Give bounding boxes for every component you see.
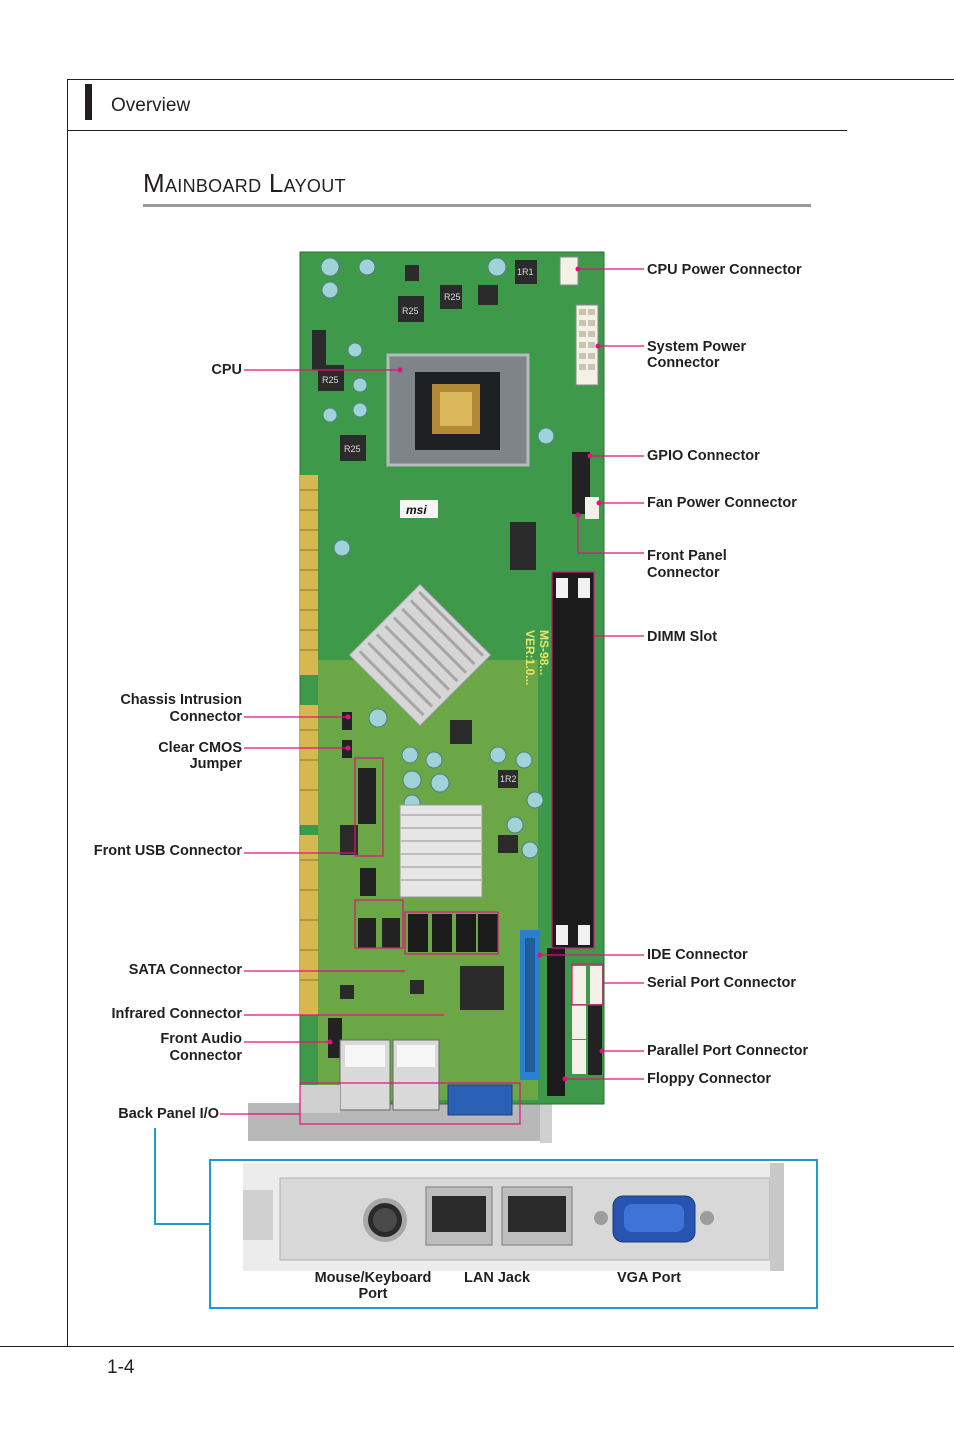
board-chip-mark-6: 1R2: [500, 774, 517, 784]
title-underline: [143, 204, 811, 207]
label-vga-port: VGA Port: [617, 1270, 681, 1286]
label-clear-cmos-2: Jumper: [189, 756, 242, 772]
label-front-audio-2: Connector: [169, 1048, 243, 1064]
header-top-rule: [67, 79, 954, 80]
label-gpio-connector: GPIO Connector: [647, 448, 760, 464]
board-chip-mark-2: R25: [444, 292, 461, 302]
label-system-power-connector-1: System Power: [647, 339, 747, 355]
label-mouse-keyboard-port-1: Mouse/Keyboard: [314, 1270, 432, 1286]
label-system-power-connector-2: Connector: [647, 355, 720, 371]
label-dimm-slot: DIMM Slot: [647, 629, 718, 645]
header-left-rule: [67, 79, 68, 1347]
label-floppy-connector: Floppy Connector: [647, 1071, 772, 1087]
header-marker-bar: [85, 84, 92, 120]
board-chip-mark-3: R25: [322, 375, 339, 385]
label-serial-port-connector: Serial Port Connector: [647, 975, 797, 991]
page-number: 1-4: [107, 1357, 135, 1378]
label-parallel-port-connector: Parallel Port Connector: [647, 1043, 809, 1059]
label-front-panel-connector-1: Front Panel: [647, 548, 727, 564]
footer-rule: [0, 1346, 954, 1347]
label-front-panel-connector-2: Connector: [647, 565, 720, 581]
header-bottom-rule: [67, 130, 847, 131]
label-fan-power-connector: Fan Power Connector: [647, 495, 797, 511]
label-cpu: CPU: [211, 362, 242, 378]
label-infrared-connector: Infrared Connector: [111, 1006, 242, 1022]
board-silkscreen-1: MS-98...: [537, 630, 551, 675]
board-chip-mark-4: R25: [344, 444, 361, 454]
board-silkscreen-2: VER:1.0...: [523, 630, 537, 685]
label-cpu-power-connector: CPU Power Connector: [647, 262, 802, 278]
msi-logo-mark: msi: [406, 503, 427, 517]
board-chip-mark-1: R25: [402, 306, 419, 316]
label-back-panel-io: Back Panel I/O: [118, 1106, 219, 1122]
label-front-usb-connector: Front USB Connector: [93, 843, 242, 859]
label-sata-connector: SATA Connector: [128, 962, 242, 978]
board-chip-mark-5: 1R1: [517, 267, 534, 277]
page-title: Mainboard Layout: [143, 168, 346, 198]
label-lan-jack: LAN Jack: [464, 1270, 531, 1286]
section-header: Overview: [111, 95, 191, 116]
label-mouse-keyboard-port-2: Port: [358, 1286, 388, 1302]
label-chassis-intrusion-2: Connector: [169, 709, 243, 725]
label-chassis-intrusion-1: Chassis Intrusion: [120, 692, 242, 708]
label-clear-cmos-1: Clear CMOS: [158, 740, 242, 756]
label-front-audio-1: Front Audio: [160, 1031, 242, 1047]
label-ide-connector: IDE Connector: [647, 947, 748, 963]
